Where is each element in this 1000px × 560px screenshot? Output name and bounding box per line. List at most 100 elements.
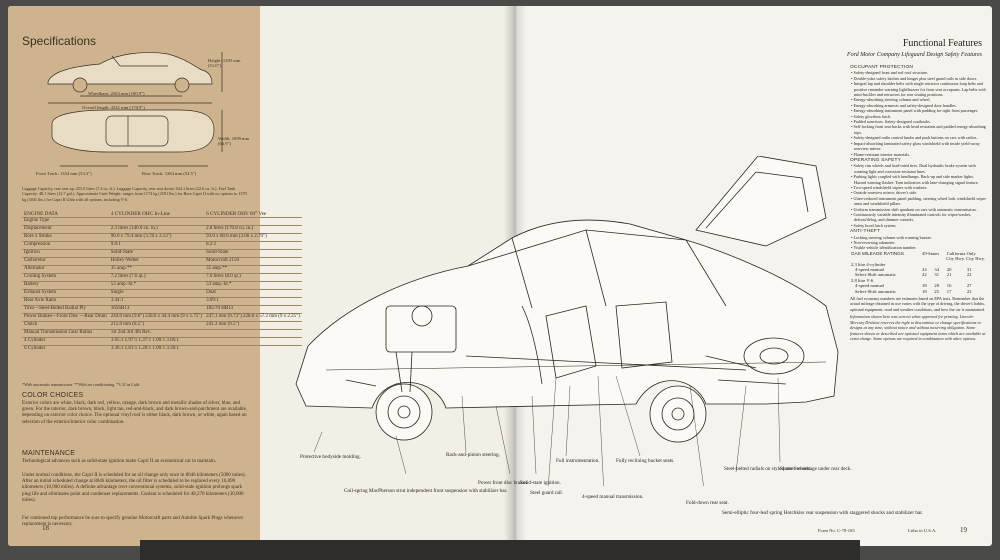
- safety-feature-item: • Glare-reduced instrument panel padding…: [851, 195, 986, 207]
- engine-table-cell: 8.2:1: [204, 241, 302, 250]
- engine-table-cell: 96.0 x 79.4 mm (3.78 x 3.13"): [108, 233, 205, 242]
- callout-front-suspension: Coil-spring MacPherson strut independent…: [344, 488, 508, 494]
- gas-mileage-cell: 23: [966, 288, 972, 294]
- engine-table-cell: 247.1 mm (9.73") 228.6 x 57.2 mm (9 x 2.…: [204, 313, 302, 322]
- engine-table-cell: 7.2 litres (7.6 qt.): [108, 273, 205, 282]
- gas-mileage-table: GAS MILEAGE RATINGS 49-States California…: [850, 251, 986, 294]
- maintenance-text-2: Under normal conditions, the Capri II is…: [22, 473, 246, 503]
- engine-table-cell: 4 Cylinder: [22, 337, 109, 346]
- engine-table-cell: Holley-Weber: [108, 257, 205, 266]
- safety-feature-item: • Integral lap and shoulder belts with s…: [851, 81, 986, 98]
- engine-table-cell: 2.8 litres (170.8 cu. in.): [204, 225, 302, 234]
- overall-length-dimension: Overall length: 4341 mm (170.9"): [82, 105, 145, 110]
- engine-table-cell: Single: [108, 289, 205, 298]
- maintenance-text: Technological advances such as solid-sta…: [22, 459, 217, 464]
- safety-feature-item: • Outside rearview mirror, driver's side…: [851, 190, 918, 196]
- gas-mileage-cell: 28: [934, 283, 939, 289]
- engine-data-table: ENGINE DATA 4 CYLINDER OHC In-Line 6 CYL…: [22, 211, 302, 353]
- specifications-title: Specifications: [22, 34, 97, 48]
- safety-feature-item: • Double-yoke safety latches and hinges …: [851, 75, 978, 81]
- engine-table-cell: 185/70 HR13: [204, 305, 302, 314]
- callout-rack-pinion: Rack-and-pinion steering.: [446, 452, 500, 458]
- engine-table-cell: 165SR13: [108, 305, 205, 314]
- gas-col-california: California Only: [946, 250, 976, 256]
- engine-table-cell: Bore x Stroke: [22, 233, 109, 242]
- gas-col-49-states: 49-States: [922, 250, 940, 256]
- callout-steel-guard-rail: Steel guard rail.: [530, 490, 563, 496]
- engine-table-cell: Exhaust System: [22, 289, 109, 298]
- safety-feature-item: • Continuously variable intensity illumi…: [851, 211, 972, 223]
- engine-table-row: Engine Type: [22, 217, 302, 226]
- gas-mileage-cell: 21: [946, 272, 952, 278]
- engine-table-cell: Alternator: [22, 265, 109, 274]
- safety-feature-item: • Parking lights coupled with headlamps.…: [851, 174, 979, 185]
- engine-header-4cyl: 4 CYLINDER OHC In-Line: [110, 211, 170, 217]
- engine-table-cell: Cooling System: [22, 273, 109, 282]
- engine-table-cell: [108, 217, 205, 226]
- engine-table-cell: 241.3 mm (9.5"): [204, 321, 302, 330]
- gas-mileage-cell: 17: [946, 288, 952, 294]
- safety-feature-item: • Safety glovebox latch.: [851, 113, 892, 119]
- engine-table-cell: [204, 217, 302, 226]
- safety-feature-item: • Energy-absorbing instrument panel with…: [851, 108, 978, 114]
- table-surface: [140, 540, 860, 560]
- engine-footnote: *With automatic transmission. **With air…: [22, 382, 141, 387]
- gas-mileage-cell: 25: [934, 288, 939, 294]
- functional-features-title: Functional Features: [902, 38, 982, 49]
- width-dimension: Width: 1699 mm (66.9"): [218, 136, 250, 146]
- engine-table-cell: Solid-State: [108, 249, 205, 258]
- safety-feature-item: • Safety-designed radio control knobs an…: [851, 135, 978, 141]
- engine-table-cell: Engine Type: [22, 217, 109, 226]
- gas-mileage-cell: 20: [946, 267, 952, 273]
- anti-theft-heading: ANTI-THEFT: [850, 229, 880, 235]
- engine-table-cell: 3.44:1: [108, 297, 205, 306]
- engine-table-cell: Motorcraft 2150: [204, 257, 302, 266]
- gas-mileage-cell: 16: [946, 283, 952, 289]
- safety-feature-item: • Impact-absorbing laminated safety glas…: [851, 140, 980, 152]
- safety-feature-item: • Energy-absorbing armrests and safety-d…: [851, 102, 957, 108]
- engine-table-cell: 53 amp.-hr.*: [204, 281, 302, 290]
- specifications-panel: Specifications: [8, 6, 302, 546]
- engine-table-cell: Displacement: [22, 225, 109, 234]
- engine-table-cell: 9.0:1: [108, 241, 205, 250]
- car-cutaway-drawing: [295, 156, 839, 486]
- gas-note: All fuel economy numbers are estimates b…: [850, 296, 986, 312]
- engine-table-cell: Battery: [22, 281, 109, 290]
- safety-feature-item: • Visible vehicle identification number.: [851, 245, 917, 251]
- engine-table-cell: 7.6 litres (8.0 qt.): [204, 273, 302, 282]
- gas-mileage-cell: 4-speed manual: [855, 267, 884, 273]
- safety-feature-item: • Safety hood latch system.: [851, 222, 897, 228]
- capacity-note: Luggage Capacity, rear seat up: 255.0 li…: [22, 186, 247, 202]
- engine-table-cell: 3.09:1: [204, 297, 302, 306]
- brochure-spread: Specifications: [8, 6, 992, 546]
- occupant-protection-heading: OCCUPANT PROTECTION: [850, 65, 914, 70]
- callout-bodyside-molding: Protective bodyside molding.: [300, 454, 361, 460]
- callout-bucket-seats: Fully reclining bucket seats.: [616, 458, 675, 464]
- safety-feature-item: • Safety-designed front and rod roof str…: [851, 70, 929, 76]
- engine-table-header: ENGINE DATA 4 CYLINDER OHC In-Line 6 CYL…: [22, 211, 302, 218]
- engine-table-cell: Rear Axle Ratio: [22, 297, 109, 306]
- color-choices-heading: COLOR CHOICES: [22, 392, 84, 399]
- engine-table-cell: 2.3 litres (140.0 cu. in.): [108, 225, 205, 234]
- callout-power-brakes: Power front disc brakes.: [478, 480, 529, 486]
- safety-feature-item: • Flame-resistant interior materials.: [851, 151, 911, 157]
- callout-rear-suspension: Semi-elliptic four-leaf spring Hotchkiss…: [722, 510, 924, 516]
- page-number-left: 18: [42, 524, 49, 532]
- engine-table-cell: 3.36:1 1.81:1 1.26:1 1.00:1 3.36:1: [108, 345, 205, 353]
- gas-mileage-cell: Select-Shift automatic: [855, 272, 896, 278]
- wheelbase-dimension: Wheelbase: 2563 mm (100.9"): [88, 91, 145, 96]
- engine-table-cell: Power Brakes—Front Disc —Rear Drum: [22, 313, 109, 322]
- gas-mileage-cell: 27: [966, 283, 972, 289]
- gas-engine-group: 2.8 litre V-6: [851, 277, 874, 283]
- callout-solid-state-ignition: Solid-state ignition.: [520, 480, 561, 486]
- gas-mileage-cell: 4-speed manual: [855, 283, 884, 289]
